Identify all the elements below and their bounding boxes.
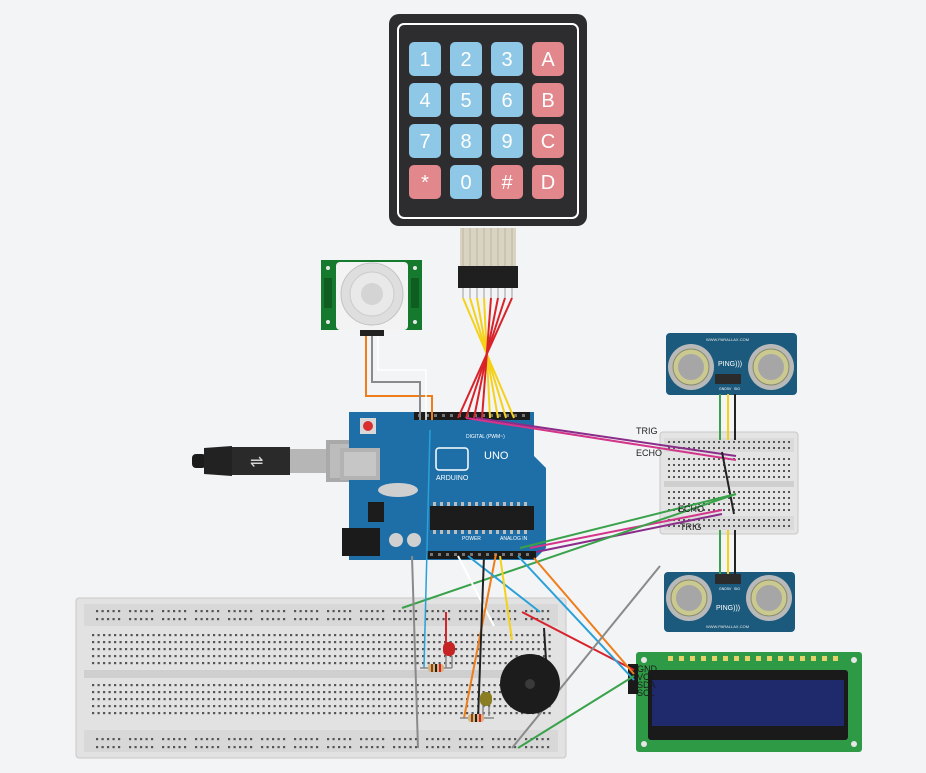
ultrasonic-top-pin-sig: SIG bbox=[734, 387, 740, 391]
wires bbox=[365, 297, 737, 749]
ultrasonic-bottom-pin-gnd: GND bbox=[719, 587, 727, 591]
power-label: POWER bbox=[462, 536, 481, 542]
breadboard-large-holes bbox=[92, 610, 551, 749]
keypad-key-label: C bbox=[541, 131, 555, 153]
keypad-key-C[interactable]: C bbox=[532, 124, 564, 158]
wire-us-top-trig[interactable] bbox=[475, 417, 737, 457]
piezo-buzzer[interactable] bbox=[500, 654, 560, 714]
wire-black-gnd[interactable] bbox=[477, 555, 485, 721]
keypad-key-label: * bbox=[421, 172, 429, 194]
keypad-key-4[interactable]: 4 bbox=[409, 83, 441, 117]
lcd-pin-vcc: VCC bbox=[637, 672, 657, 682]
wire-us-top-echo[interactable] bbox=[465, 417, 737, 461]
keypad-key-A[interactable]: A bbox=[532, 42, 564, 76]
keypad-key-3[interactable]: 3 bbox=[491, 42, 523, 76]
breadboard-small-holes bbox=[668, 441, 790, 527]
keypad-4x4[interactable]: 1 2 3 A 4 5 6 B 7 8 9 C * 0 # D bbox=[389, 14, 587, 298]
keypad-key-label: 8 bbox=[460, 131, 471, 153]
lcd-pin-gnd: GND bbox=[637, 664, 658, 674]
keypad-key-label: 4 bbox=[419, 90, 430, 112]
wire-pir-white[interactable] bbox=[377, 336, 427, 420]
ultrasonic-top-pin-gnd: GND bbox=[719, 387, 727, 391]
keypad-key-label: # bbox=[501, 172, 513, 194]
wire-lcd-blue[interactable] bbox=[517, 555, 635, 681]
ultrasonic-bottom-label: PING))) bbox=[716, 605, 740, 612]
keypad-key-2[interactable]: 2 bbox=[450, 42, 482, 76]
keypad-key-label: 2 bbox=[460, 49, 471, 71]
keypad-key-0[interactable]: 0 bbox=[450, 165, 482, 199]
ultrasonic-sensor-top[interactable]: PING))) WWW.PARALLAX.COM GND 5V SIG bbox=[666, 333, 797, 395]
keypad-key-label: D bbox=[541, 172, 555, 194]
keypad-key-6[interactable]: 6 bbox=[491, 83, 523, 117]
label-top-echo: ECHO bbox=[636, 448, 662, 458]
arduino-uno[interactable]: ARDUINO UNO DIGITAL (PWM~) POWER ANALOG … bbox=[340, 412, 546, 560]
wire-green-small-to-arduino[interactable] bbox=[519, 493, 737, 549]
keypad-key-9[interactable]: 9 bbox=[491, 124, 523, 158]
keypad-key-*[interactable]: * bbox=[409, 165, 441, 199]
arduino-brand: ARDUINO bbox=[436, 475, 469, 482]
keypad-key-1[interactable]: 1 bbox=[409, 42, 441, 76]
digital-label: DIGITAL (PWM~) bbox=[466, 434, 505, 440]
keypad-keys: 1 2 3 A 4 5 6 B 7 8 9 C * 0 # D bbox=[409, 42, 564, 199]
ultrasonic-top-brand: WWW.PARALLAX.COM bbox=[706, 337, 749, 342]
resistor-2[interactable] bbox=[460, 714, 494, 722]
resistor-1[interactable] bbox=[420, 664, 452, 672]
keypad-key-label: 5 bbox=[460, 90, 471, 112]
keypad-key-label: 6 bbox=[501, 90, 512, 112]
label-top-trig: TRIG bbox=[636, 426, 658, 436]
reset-button[interactable] bbox=[363, 421, 373, 431]
wire-lcd-green[interactable] bbox=[517, 675, 635, 749]
keypad-key-8[interactable]: 8 bbox=[450, 124, 482, 158]
keypad-ribbon bbox=[458, 228, 518, 298]
keypad-key-B[interactable]: B bbox=[532, 83, 564, 117]
keypad-key-label: 0 bbox=[460, 172, 471, 194]
keypad-key-label: 9 bbox=[501, 131, 512, 153]
wire-lcd-gray[interactable] bbox=[511, 565, 661, 749]
ultrasonic-bottom-pin-sig: SIG bbox=[734, 587, 740, 591]
keypad-key-5[interactable]: 5 bbox=[450, 83, 482, 117]
wire-orange-resistor[interactable] bbox=[463, 553, 497, 719]
ultrasonic-sensor-bottom[interactable]: PING))) WWW.PARALLAX.COM GND 5V SIG bbox=[664, 572, 795, 632]
analog-label: ANALOG IN bbox=[500, 536, 528, 542]
lcd-pin-scl: SCL bbox=[637, 688, 655, 698]
led-red[interactable] bbox=[443, 642, 455, 668]
breadboard-large[interactable] bbox=[75, 597, 567, 759]
wire-us-bottom-trig[interactable] bbox=[535, 513, 723, 553]
lcd-pin-sda: SDA bbox=[637, 680, 656, 690]
wire-pir-gray[interactable] bbox=[371, 336, 421, 420]
lcd-screen bbox=[652, 680, 844, 726]
wire-us-bottom-echo[interactable] bbox=[529, 509, 723, 549]
wire-green-small-to-large[interactable] bbox=[401, 493, 737, 609]
arduino-model: UNO bbox=[484, 450, 509, 462]
ultrasonic-top-label: PING))) bbox=[718, 361, 742, 368]
wire-gray-vertical[interactable] bbox=[411, 555, 419, 749]
label-bottom-trig: TRIG bbox=[680, 522, 702, 532]
keypad-key-label: 7 bbox=[419, 131, 430, 153]
led-yellow[interactable] bbox=[480, 692, 492, 716]
ultrasonic-top-pin-5v: 5V bbox=[727, 387, 732, 391]
ultrasonic-bottom-brand: WWW.PARALLAX.COM bbox=[706, 624, 749, 629]
ultrasonic-bottom-pin-5v: 5V bbox=[727, 587, 732, 591]
keypad-key-label: B bbox=[541, 90, 554, 112]
wire-pir-orange[interactable] bbox=[365, 336, 433, 420]
keypad-key-label: 3 bbox=[501, 49, 512, 71]
keypad-key-7[interactable]: 7 bbox=[409, 124, 441, 158]
keypad-key-label: 1 bbox=[419, 49, 430, 71]
wire-lcd-orange[interactable] bbox=[533, 557, 635, 675]
keypad-key-label: A bbox=[541, 49, 555, 71]
usb-icon: ⇌ bbox=[250, 454, 263, 471]
wire-keypad-8[interactable] bbox=[457, 297, 513, 419]
keypad-key-#[interactable]: # bbox=[491, 165, 523, 199]
label-bottom-echo: ECHO bbox=[678, 504, 704, 514]
wire-yellow-buzzer[interactable] bbox=[499, 555, 513, 641]
pir-sensor[interactable] bbox=[321, 260, 422, 336]
wire-small-bb-black[interactable] bbox=[721, 451, 735, 515]
lcd-display[interactable] bbox=[628, 652, 862, 752]
atmega-chip bbox=[430, 506, 534, 530]
keypad-key-D[interactable]: D bbox=[532, 165, 564, 199]
wire-white-led[interactable] bbox=[457, 555, 495, 627]
wire-lightblue[interactable] bbox=[423, 429, 431, 669]
wire-black-buzzer[interactable] bbox=[543, 627, 547, 661]
